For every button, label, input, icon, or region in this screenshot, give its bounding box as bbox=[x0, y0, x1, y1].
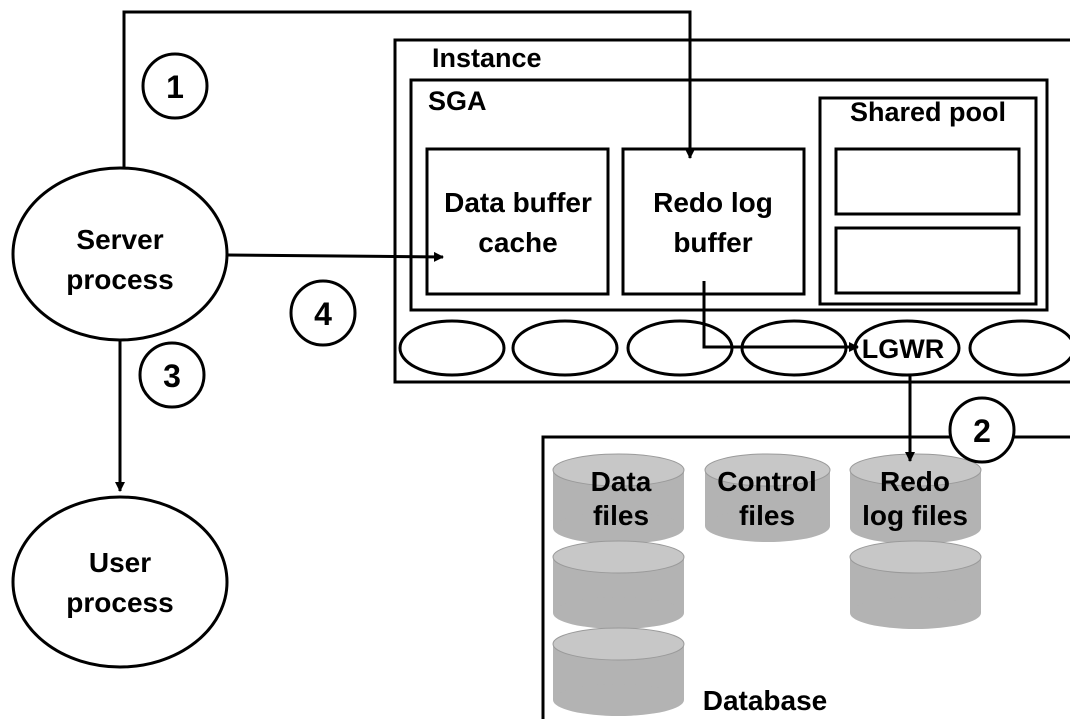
background-process-1 bbox=[398, 319, 506, 377]
redo-log-buffer-label-line1: Redo log bbox=[653, 187, 773, 218]
instance-title: Instance bbox=[432, 43, 542, 73]
arrow-redo-buffer-to-lgwr bbox=[702, 281, 859, 352]
control-files-label-line1: Control bbox=[717, 466, 817, 497]
redo-log-buffer-box bbox=[621, 147, 806, 296]
step-2-circle bbox=[948, 396, 1016, 464]
redo-log-buffer-label-line2: buffer bbox=[673, 227, 752, 258]
server-process-label-line1: Server bbox=[76, 224, 163, 255]
redo-log-file-cylinder-2 bbox=[849, 540, 982, 629]
user-process-ellipse bbox=[11, 495, 229, 669]
data-buffer-cache-label-line1: Data buffer bbox=[444, 187, 592, 218]
step-1-circle bbox=[141, 52, 209, 120]
server-process-label-line2: process bbox=[66, 264, 173, 295]
shared-pool-title: Shared pool bbox=[850, 97, 1006, 127]
data-files-label-line1: Data bbox=[591, 466, 652, 497]
redo-log-file-cylinder-1 bbox=[849, 453, 982, 544]
database-title: Database bbox=[703, 685, 828, 716]
sga-title: SGA bbox=[428, 86, 487, 116]
arrow-server-to-redo-log-buffer bbox=[122, 10, 695, 168]
lgwr-label: LGWR bbox=[862, 334, 944, 364]
data-buffer-cache-label-line2: cache bbox=[478, 227, 557, 258]
data-files-label-line2: files bbox=[593, 500, 649, 531]
control-file-cylinder bbox=[704, 453, 831, 542]
background-process-2 bbox=[511, 319, 619, 377]
step-3-label: 3 bbox=[163, 358, 181, 394]
data-file-cylinder-1 bbox=[552, 453, 685, 544]
shared-pool-slot-2 bbox=[834, 226, 1021, 295]
shared-pool-slot-1 bbox=[834, 147, 1021, 216]
background-process-6 bbox=[968, 319, 1070, 377]
redo-log-files-label-line1: Redo bbox=[880, 466, 950, 497]
user-process-label-line2: process bbox=[66, 587, 173, 618]
data-file-cylinder-3 bbox=[552, 627, 685, 716]
data-file-cylinder-2 bbox=[552, 540, 685, 629]
redo-log-files-label-line2: log files bbox=[862, 500, 968, 531]
user-process-label-line1: User bbox=[89, 547, 151, 578]
step-1-label: 1 bbox=[166, 69, 184, 105]
arrow-server-to-data-buffer-cache bbox=[226, 251, 444, 262]
step-3-circle bbox=[138, 341, 206, 409]
data-buffer-cache-box bbox=[425, 147, 610, 296]
control-files-label-line2: files bbox=[739, 500, 795, 531]
step-4-label: 4 bbox=[314, 296, 332, 332]
step-2-label: 2 bbox=[973, 413, 991, 449]
step-4-circle bbox=[289, 279, 357, 347]
